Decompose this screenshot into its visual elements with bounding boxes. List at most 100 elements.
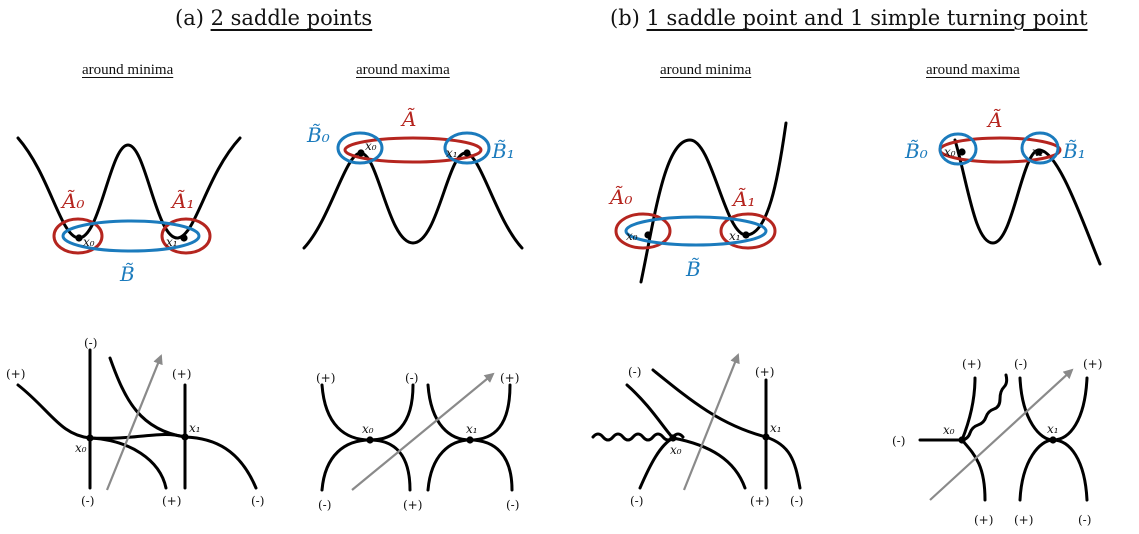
sign-a-max-4: (-)	[318, 498, 331, 512]
point-x1-a-min	[180, 234, 188, 242]
label-A-a-max: Ã	[400, 107, 416, 131]
sign-b-max-6: (+)	[1014, 513, 1033, 527]
stokes-a-maxima: x₀ x₁ (+) (-) (+) (-) (+) (-)	[316, 371, 519, 512]
subtitle-b-minima: around minima	[660, 62, 752, 78]
sign-b-max-3: (-)	[1014, 357, 1027, 371]
stokes-label-x1-b-max: x₁	[1047, 422, 1059, 436]
cycle-A1-b-min	[719, 212, 777, 250]
cycle-B1-a-max	[443, 131, 491, 165]
stokes-point-x0-b-max	[958, 436, 966, 444]
potential-curve-b-max	[953, 138, 1102, 266]
label-A0-a-min: Ã₀	[60, 189, 84, 213]
sign-a-max-3: (+)	[500, 371, 519, 385]
sign-a-min-4: (-)	[81, 494, 94, 508]
stokes-arrow-a-max	[351, 372, 495, 491]
point-x0-a-max	[357, 149, 365, 157]
sign-a-max-1: (+)	[316, 371, 335, 385]
stokes-label-x0-b-min: x₀	[670, 443, 682, 457]
label-B-a-min: B̃	[119, 262, 135, 286]
cycle-B-a-min	[61, 219, 201, 253]
cycle-B1-b-max	[1020, 131, 1060, 165]
stokes-point-x0-a-min	[86, 434, 94, 442]
point-x0-a-min	[75, 234, 83, 242]
sign-a-min-3: (+)	[172, 367, 191, 381]
stokes-line-b-min-2	[638, 436, 747, 490]
stokes-point-x1-b-max	[1049, 436, 1057, 444]
label-A-b-max: Ã	[986, 108, 1002, 132]
stokes-line-b-max-3	[960, 438, 987, 502]
label-x0-a-min: x₀	[83, 235, 95, 249]
label-x1-b-min: x₁	[729, 229, 741, 243]
cycle-A1-a-min	[160, 217, 212, 255]
label-A1-b-min: Ã₁	[731, 187, 755, 211]
stokes-label-x1-a-min: x₁	[189, 421, 201, 435]
panel-a-title-text: 2 saddle points	[210, 6, 373, 30]
stokes-line-b-min-3	[651, 368, 802, 490]
sign-a-min-6: (-)	[251, 494, 264, 508]
stokes-line-a-max-2	[320, 438, 412, 492]
potential-curve-b-min	[639, 121, 788, 284]
stokes-a-minima: x₀ x₁ (+) (-) (+) (-) (+) (-)	[6, 336, 264, 508]
stokes-line-a-max-4	[426, 438, 514, 492]
stokes-label-x0-b-max: x₀	[943, 423, 955, 437]
stokes-arrow-b-min	[682, 353, 740, 491]
sign-b-min-3: (-)	[630, 494, 643, 508]
stokes-label-x0-a-min: x₀	[75, 441, 87, 455]
label-B-b-min: B̃	[685, 257, 701, 281]
sign-a-min-5: (+)	[162, 494, 181, 508]
sign-a-max-2: (-)	[405, 371, 418, 385]
label-A1-a-min: Ã₁	[170, 189, 194, 213]
stokes-point-x1-a-max	[466, 436, 474, 444]
point-x0-b-max	[958, 148, 966, 156]
label-x1-b-max: x₁	[1032, 145, 1044, 159]
point-x0-b-min	[644, 231, 652, 239]
potential-a-minima: Ã₀ Ã₁ B̃ x₀ x₁	[16, 136, 242, 286]
stokes-label-x1-b-min: x₁	[770, 421, 782, 435]
label-B1-a-max: B̃₁	[491, 139, 515, 163]
stokes-point-x1-a-min	[181, 433, 189, 441]
sign-b-min-2: (+)	[755, 365, 774, 379]
stokes-b-maxima: x₀ x₁ (-) (+) (-) (+) (+) (+) (-)	[892, 357, 1102, 527]
sign-b-max-5: (+)	[974, 513, 993, 527]
point-x1-b-min	[742, 231, 750, 239]
sign-a-max-5: (+)	[403, 498, 422, 512]
sign-a-min-2: (-)	[84, 336, 97, 350]
sign-b-min-1: (-)	[628, 365, 641, 379]
potential-curve-a-min	[16, 136, 242, 240]
point-x1-b-max	[1035, 148, 1043, 156]
cycle-B0-b-max	[938, 132, 978, 166]
cycle-A0-a-min	[52, 217, 104, 255]
panel-a-title: (a) 2 saddle points	[175, 6, 372, 30]
stokes-point-x0-a-max	[366, 436, 374, 444]
cycle-B-b-min	[624, 215, 768, 247]
sign-b-max-1: (-)	[892, 434, 905, 448]
stokes-point-x1-b-min	[762, 433, 770, 441]
label-x0-b-max: x₀	[944, 145, 956, 159]
label-x0-b-min: x₀	[626, 229, 638, 243]
panel-b-prefix: (b)	[610, 6, 647, 30]
stokes-arrow-b-max	[929, 368, 1074, 501]
sign-b-max-4: (+)	[1083, 357, 1102, 371]
label-A0-b-min: Ã₀	[608, 185, 632, 209]
sign-a-max-6: (-)	[506, 498, 519, 512]
stokes-label-x0-a-max: x₀	[362, 422, 374, 436]
stokes-line-b-max-5	[1018, 438, 1089, 502]
subtitle-b-maxima: around maxima	[926, 62, 1020, 78]
potential-curve-a-max	[302, 151, 524, 250]
label-x1-a-min: x₁	[166, 235, 178, 249]
sign-b-max-7: (-)	[1078, 513, 1091, 527]
sign-b-min-4: (+)	[750, 494, 769, 508]
potential-b-minima: Ã₀ Ã₁ B̃ x₀ x₁	[608, 121, 788, 284]
stokes-label-x1-a-max: x₁	[466, 422, 478, 436]
point-x1-a-max	[463, 149, 471, 157]
potential-a-maxima: Ã B̃₀ B̃₁ x₀ x₁	[302, 107, 524, 250]
stokes-line-b-max-2	[960, 376, 977, 442]
cycle-A-a-max	[343, 136, 483, 164]
label-B0-a-max: B̃₀	[306, 123, 330, 147]
panel-b-title: (b) 1 saddle point and 1 simple turning …	[610, 6, 1088, 30]
subtitle-a-minima: around minima	[82, 62, 174, 78]
label-B0-b-max: B̃₀	[904, 139, 928, 163]
stokes-line-b-min-1	[625, 383, 675, 440]
subtitle-a-maxima: around maxima	[356, 62, 450, 78]
